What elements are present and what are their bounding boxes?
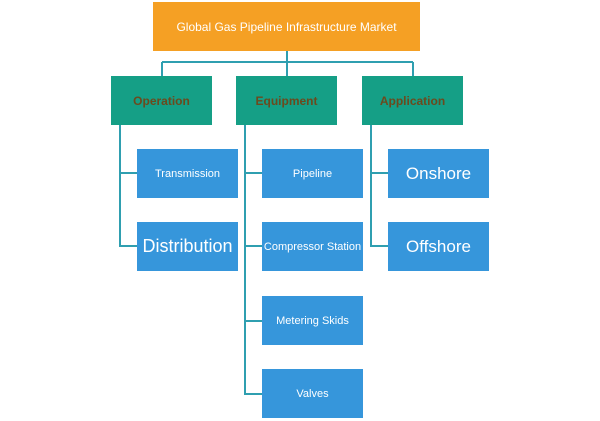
leaf-pipeline: Pipeline — [262, 149, 363, 198]
category-equipment: Equipment — [236, 76, 337, 125]
root-node: Global Gas Pipeline Infrastructure Marke… — [153, 2, 420, 51]
leaf-onshore: Onshore — [388, 149, 489, 198]
leaf-valves: Valves — [262, 369, 363, 418]
category-operation: Operation — [111, 76, 212, 125]
leaf-distribution: Distribution — [137, 222, 238, 271]
leaf-transmission: Transmission — [137, 149, 238, 198]
leaf-compressor-station: Compressor Station — [262, 222, 363, 271]
leaf-offshore: Offshore — [388, 222, 489, 271]
category-application: Application — [362, 76, 463, 125]
leaf-metering-skids: Metering Skids — [262, 296, 363, 345]
